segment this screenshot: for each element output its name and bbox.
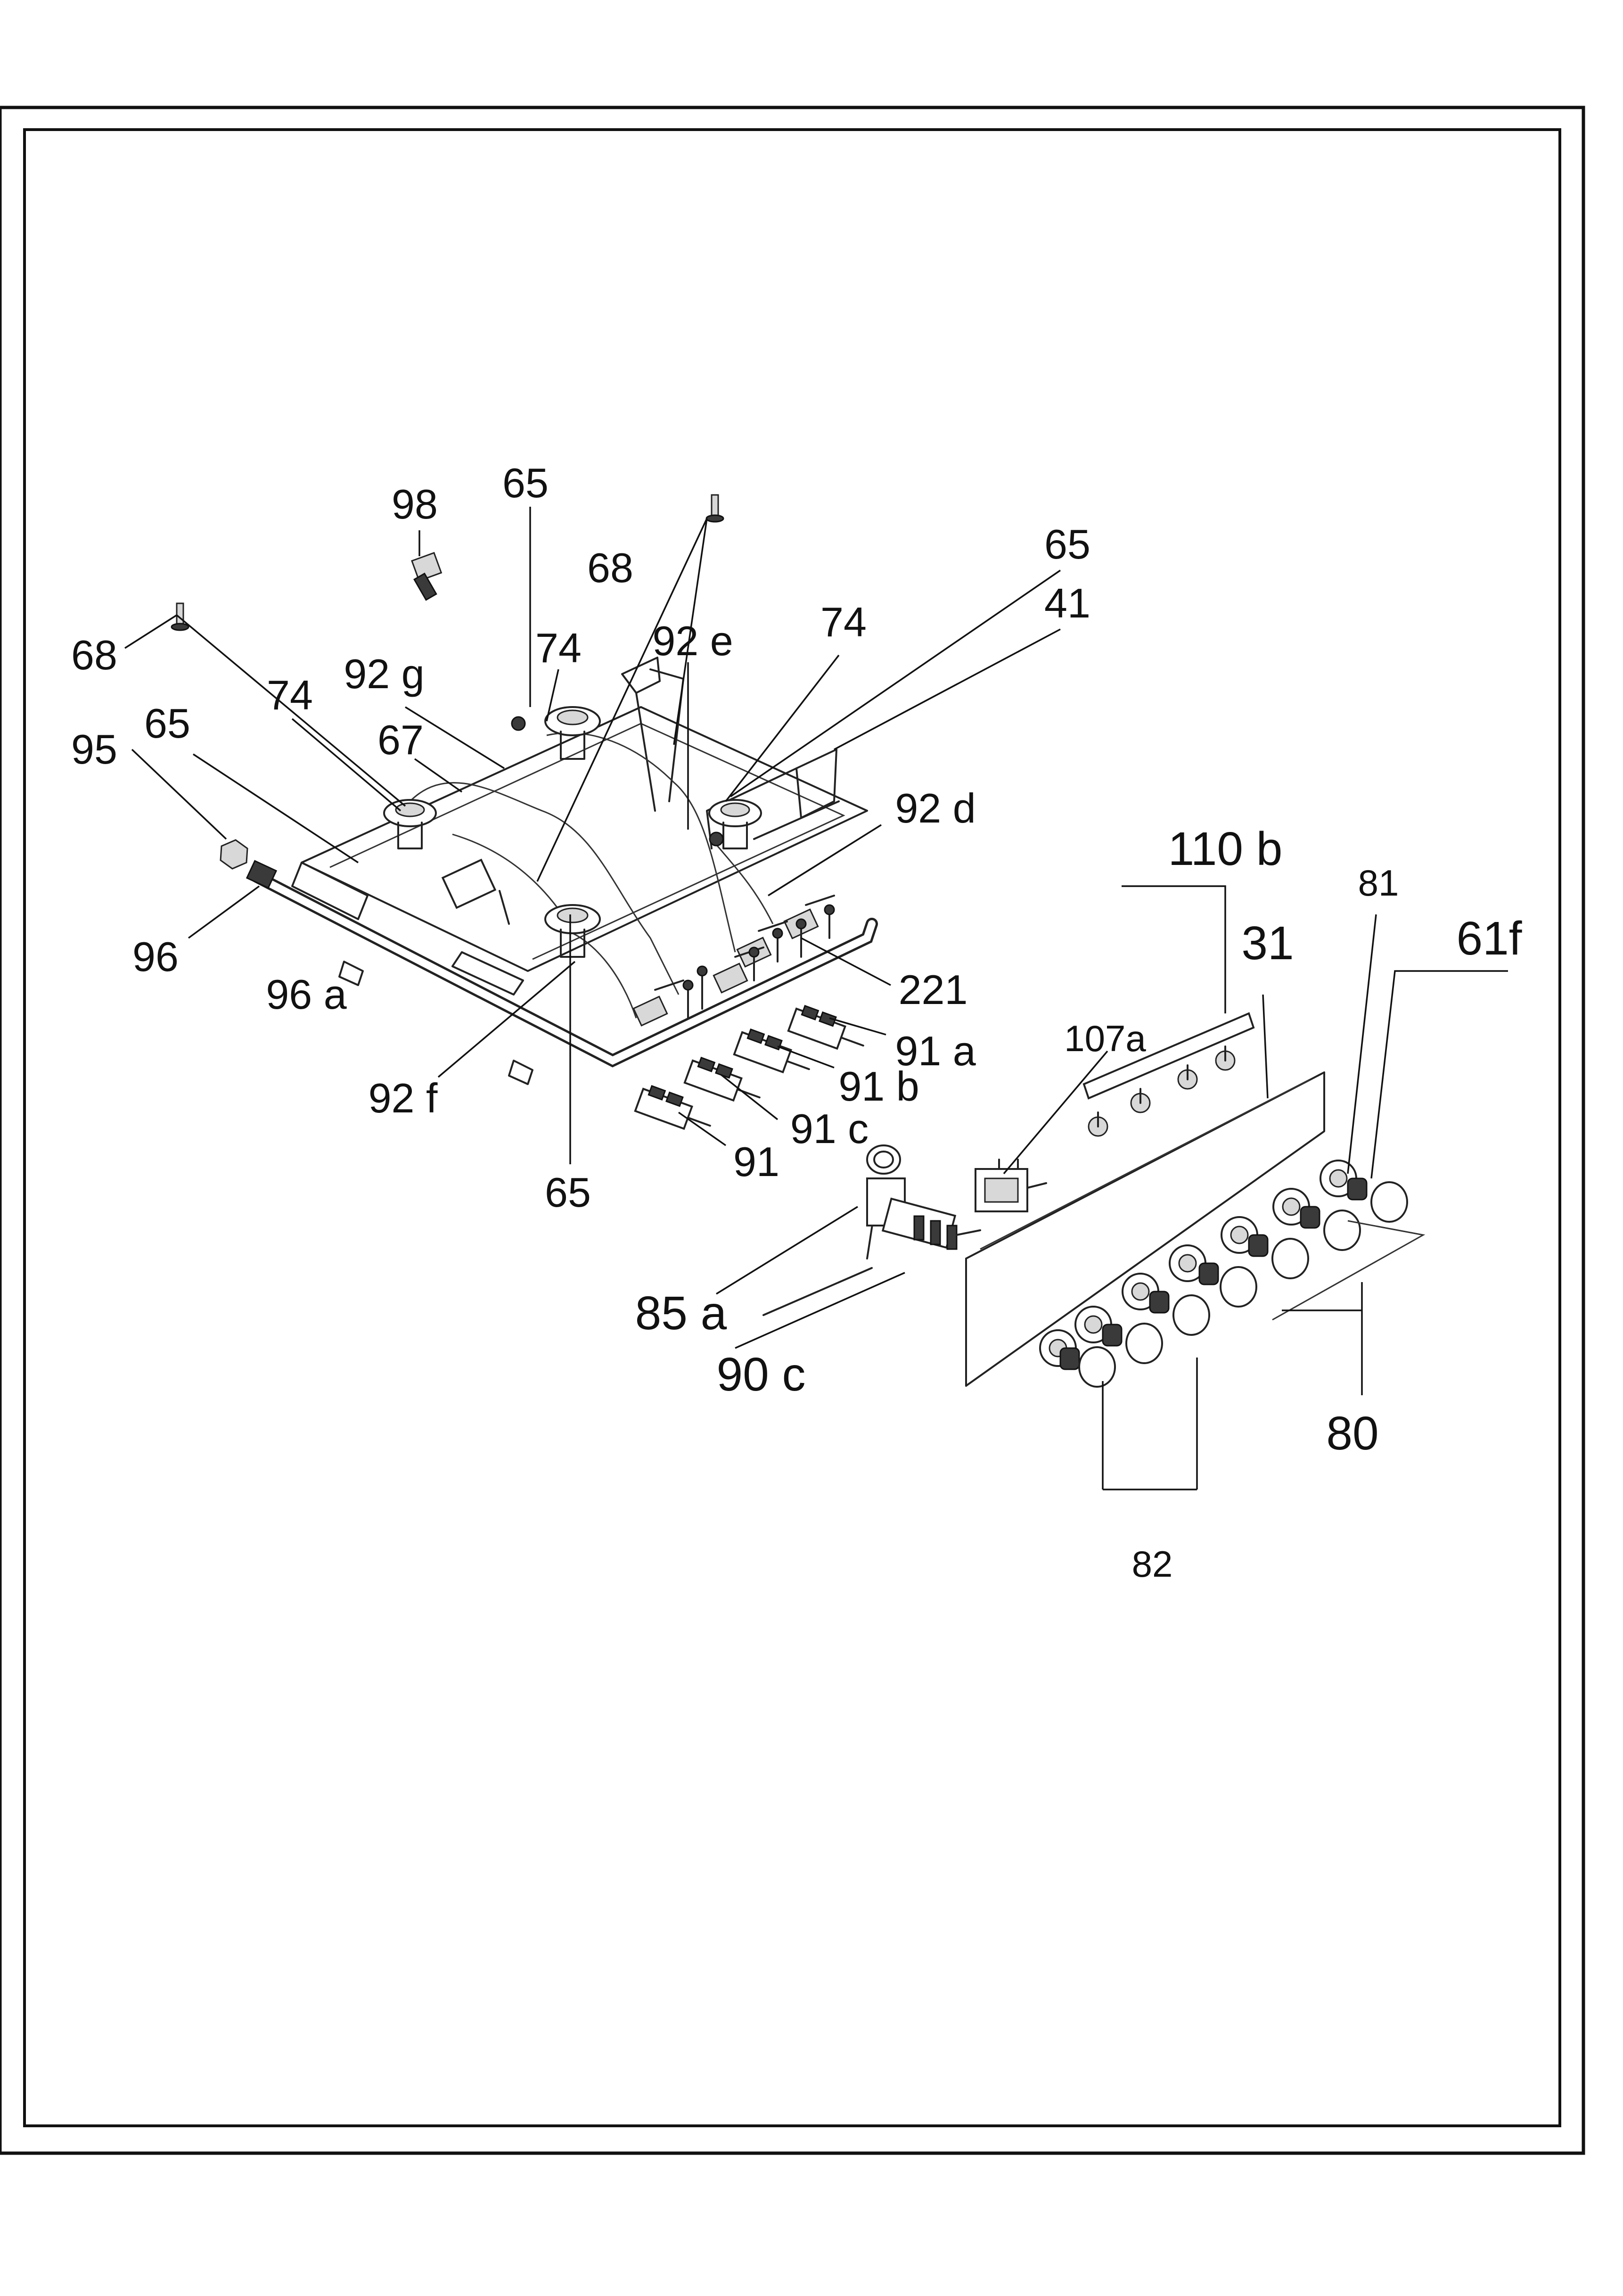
label-96: 96 bbox=[132, 933, 179, 980]
label-92f: 92 f bbox=[369, 1075, 438, 1121]
label-85a: 85 a bbox=[635, 1287, 727, 1340]
label-68-left: 68 bbox=[71, 632, 117, 678]
label-110b: 110 b bbox=[1168, 823, 1283, 875]
label-31: 31 bbox=[1241, 917, 1294, 970]
label-92e: 92 e bbox=[652, 617, 733, 664]
label-61f: 61f bbox=[1456, 912, 1522, 965]
label-95: 95 bbox=[71, 726, 117, 773]
inner-frame bbox=[23, 128, 1561, 2127]
label-65-top: 65 bbox=[502, 460, 549, 506]
burner-head-right bbox=[708, 799, 762, 849]
label-91a: 91 a bbox=[895, 1028, 975, 1074]
label-74-left: 74 bbox=[267, 672, 313, 718]
screw-68-left bbox=[171, 602, 189, 631]
spring-row bbox=[1059, 1177, 1368, 1370]
leader-lines bbox=[124, 507, 1508, 1490]
injector-connectors bbox=[632, 895, 835, 1027]
screw-68-top bbox=[705, 494, 724, 523]
spark-rail-110b bbox=[1082, 1012, 1255, 1137]
label-98: 98 bbox=[392, 481, 438, 527]
outer-frame bbox=[0, 106, 1585, 2155]
label-74-mid: 74 bbox=[535, 625, 582, 671]
label-90c: 90 c bbox=[716, 1348, 805, 1401]
label-92d: 92 d bbox=[895, 785, 975, 831]
burner-tray-assembly bbox=[171, 494, 878, 1085]
label-91: 91 bbox=[733, 1138, 779, 1185]
label-65-right: 65 bbox=[1044, 521, 1090, 568]
label-68-top: 68 bbox=[587, 544, 633, 591]
bezel-row bbox=[1039, 1160, 1357, 1367]
burner-head-top bbox=[511, 706, 601, 760]
oven-thermostat bbox=[762, 1144, 981, 1316]
control-panel-31 bbox=[965, 1071, 1325, 1387]
callout-labels: 98 65 68 65 41 68 74 92 e 74 92 g 74 65 … bbox=[71, 460, 1522, 1585]
label-80: 80 bbox=[1326, 1407, 1378, 1460]
label-41: 41 bbox=[1044, 580, 1090, 626]
label-96a: 96 a bbox=[266, 971, 346, 1018]
label-107a: 107a bbox=[1064, 1018, 1146, 1059]
label-221: 221 bbox=[899, 966, 968, 1013]
label-91c: 91 c bbox=[790, 1105, 869, 1152]
hex-nut-95 bbox=[220, 839, 248, 870]
burner-head-left bbox=[383, 799, 437, 849]
gas-valves bbox=[634, 1004, 864, 1130]
label-67: 67 bbox=[377, 716, 424, 763]
label-81: 81 bbox=[1358, 862, 1399, 904]
knob-assemblies bbox=[1039, 1160, 1426, 1388]
label-82: 82 bbox=[1132, 1543, 1173, 1585]
label-65-left: 65 bbox=[144, 700, 190, 747]
burner-head-bottom bbox=[544, 904, 601, 958]
label-65-bottom: 65 bbox=[545, 1169, 591, 1216]
label-92g: 92 g bbox=[344, 650, 424, 697]
elbow-fitting-98 bbox=[411, 551, 443, 601]
knob-row bbox=[1078, 1181, 1409, 1388]
ignition-switch-107a bbox=[975, 1159, 1047, 1212]
label-91b: 91 b bbox=[838, 1063, 919, 1110]
label-74-right: 74 bbox=[820, 599, 867, 645]
